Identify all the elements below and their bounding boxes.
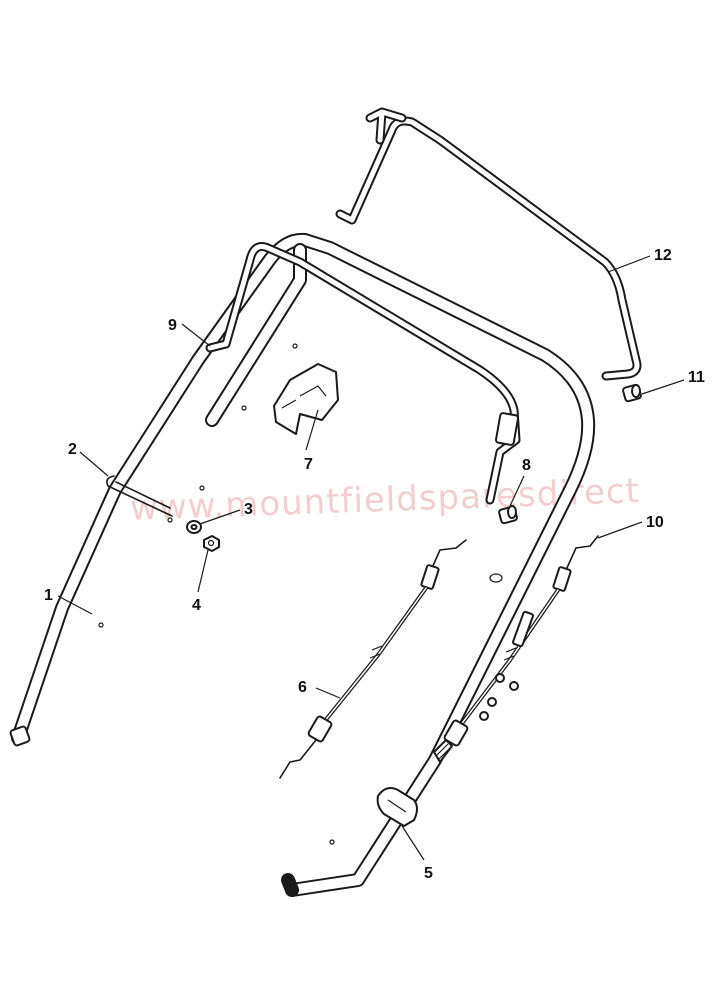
- nut-part: [203, 535, 220, 552]
- leader-lines: [57, 255, 685, 861]
- handle-tube-end: [9, 725, 31, 747]
- main-handle-tube-part: [9, 232, 596, 897]
- washer-part: [186, 520, 202, 534]
- brake-lever-part: [335, 107, 642, 381]
- hook-bolt-part: [106, 475, 173, 517]
- drive-cable-part: [279, 539, 467, 779]
- bushing-8-part: [498, 505, 518, 525]
- callout-8: 8: [522, 457, 531, 474]
- cable-guide-part: [273, 363, 339, 435]
- callout-11: 11: [688, 369, 705, 386]
- callout-4: 4: [192, 597, 201, 614]
- callout-1: 1: [44, 587, 53, 604]
- callout-9: 9: [168, 317, 177, 334]
- callout-6: 6: [298, 679, 307, 696]
- callout-7: 7: [304, 456, 313, 473]
- callout-10: 10: [646, 514, 664, 531]
- drive-lever-part: [205, 242, 521, 505]
- brake-cable-part: [433, 535, 599, 763]
- bushing-11-part: [622, 383, 642, 403]
- callout-2: 2: [68, 441, 77, 458]
- cable-clip-part: [376, 787, 418, 827]
- callout-5: 5: [424, 865, 433, 882]
- callout-3: 3: [244, 501, 253, 518]
- callout-12: 12: [654, 247, 672, 264]
